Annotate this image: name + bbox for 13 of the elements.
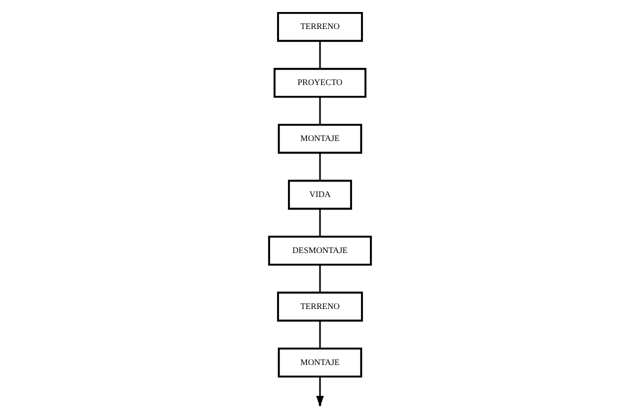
connector bbox=[318, 97, 320, 125]
node-box: MONTAJE bbox=[277, 124, 362, 154]
node-box: TERRENO bbox=[276, 12, 362, 42]
connector bbox=[318, 153, 320, 181]
node-box: VIDA bbox=[287, 180, 352, 210]
node-box: PROYECTO bbox=[273, 68, 366, 98]
node-box: TERRENO bbox=[276, 292, 362, 322]
connector bbox=[318, 264, 320, 293]
connector bbox=[318, 320, 320, 348]
connector bbox=[318, 208, 320, 237]
node-box: DESMONTAJE bbox=[268, 236, 372, 266]
connector bbox=[318, 41, 320, 69]
node-box: MONTAJE bbox=[277, 348, 362, 378]
